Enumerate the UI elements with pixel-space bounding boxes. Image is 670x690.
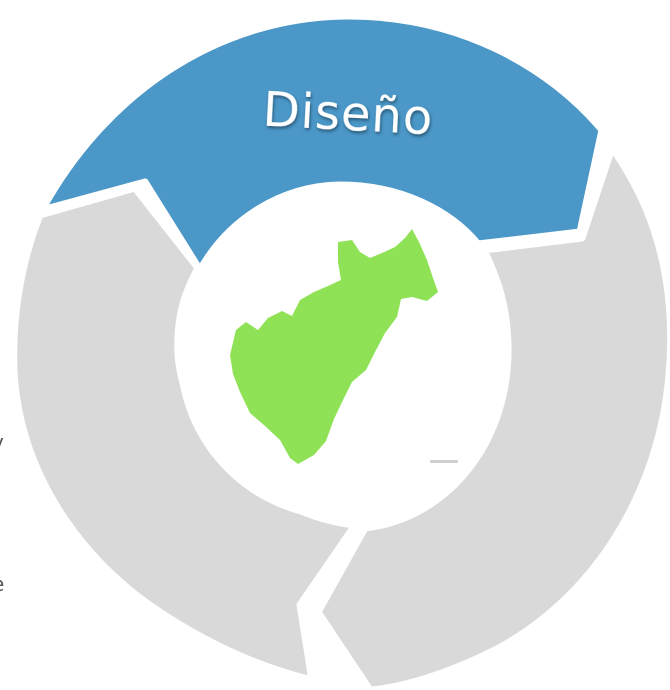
cycle-segment-top[interactable] <box>38 12 606 274</box>
segment-label-diseno: Diseño <box>261 82 434 147</box>
side-text-fragment: y <box>0 430 4 454</box>
side-text-fragment: e <box>0 572 4 596</box>
region-map-icon <box>230 229 438 464</box>
decorative-mark <box>430 460 458 463</box>
